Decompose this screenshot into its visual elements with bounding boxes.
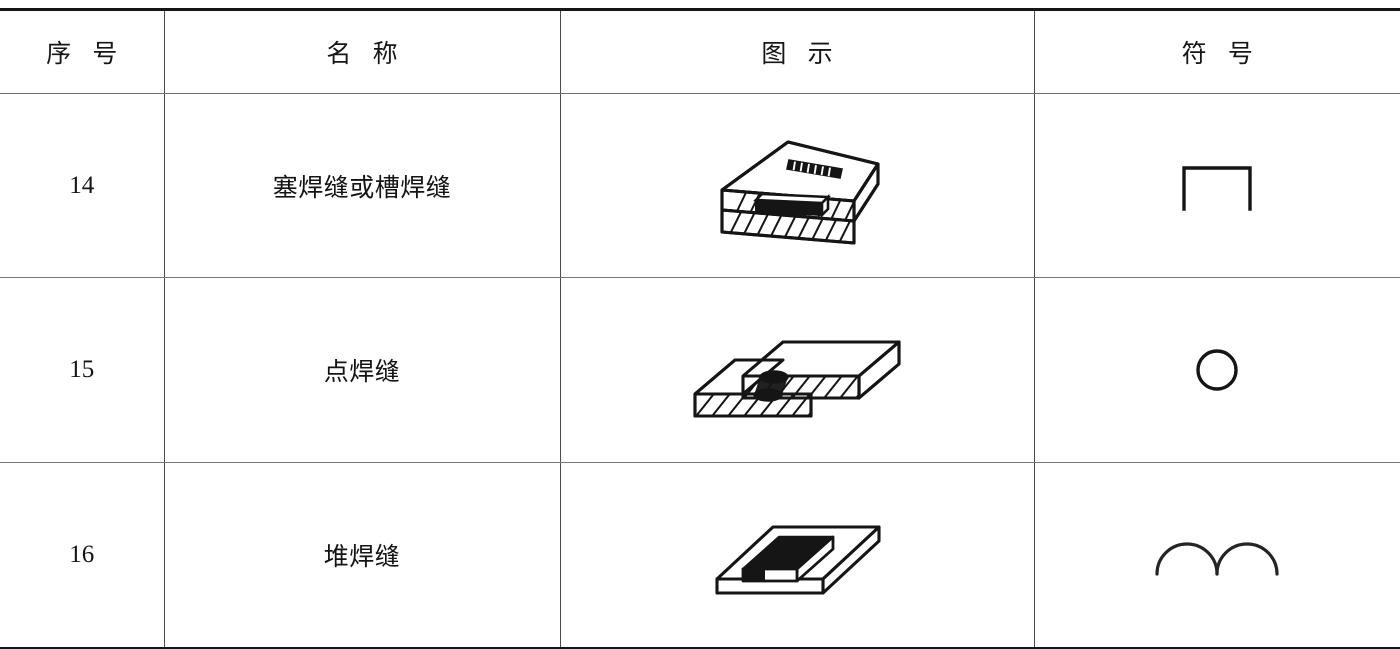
- weld-name-value: 堆焊缝: [323, 544, 401, 571]
- cell-serial-number: 15: [0, 277, 165, 463]
- header-cell-illustration: 图 示: [559, 8, 1035, 94]
- cell-illustration: [559, 462, 1035, 649]
- welding-symbols-table: 序 号 名 称 图 示 符 号 14 塞焊缝或槽焊缝: [0, 8, 1400, 649]
- surfacing-weld-symbol-double-arc: [1155, 542, 1279, 576]
- cell-serial-number: 14: [0, 93, 165, 278]
- header-cell-name: 名 称: [163, 8, 561, 94]
- cell-symbol: [1033, 462, 1400, 649]
- cell-name: 堆焊缝: [163, 462, 561, 649]
- header-cell-symbol: 符 号: [1033, 8, 1400, 94]
- table-header-row: 序 号 名 称 图 示 符 号: [0, 8, 1400, 94]
- serial-number-value: 16: [69, 541, 95, 568]
- header-cell-serial-number: 序 号: [0, 8, 165, 94]
- table-row: 14 塞焊缝或槽焊缝: [0, 93, 1400, 278]
- cell-symbol: [1033, 93, 1400, 278]
- cell-name: 点焊缝: [163, 277, 561, 463]
- cell-illustration: [559, 93, 1035, 278]
- table-row: 16 堆焊缝: [0, 462, 1400, 649]
- weld-name-value: 塞焊缝或槽焊缝: [272, 174, 452, 202]
- spot-weld-symbol-circle: [1196, 349, 1238, 391]
- plug-weld-symbol-square-bracket: [1182, 165, 1252, 211]
- header-label-name: 名 称: [326, 41, 406, 68]
- serial-number-value: 14: [69, 171, 95, 199]
- cell-serial-number: 16: [0, 462, 165, 649]
- slot-outline-on-top-face: [786, 158, 843, 179]
- header-label-illustration: 图 示: [761, 41, 841, 68]
- cell-name: 塞焊缝或槽焊缝: [163, 93, 561, 278]
- spot-weld-nugget: [753, 370, 789, 402]
- plug-or-slot-weld-illustration: [720, 139, 880, 245]
- table-row: 15 点焊缝: [0, 277, 1400, 463]
- cell-symbol: [1033, 277, 1400, 463]
- header-label-symbol: 符 号: [1181, 41, 1261, 68]
- slot-weld-nugget: [752, 192, 832, 218]
- serial-number-value: 15: [69, 356, 95, 383]
- surfacing-weld-illustration: [715, 525, 881, 595]
- cell-illustration: [559, 277, 1035, 463]
- header-label-serial-number: 序 号: [46, 41, 125, 68]
- weld-name-value: 点焊缝: [323, 359, 401, 386]
- spot-weld-illustration: [693, 340, 901, 418]
